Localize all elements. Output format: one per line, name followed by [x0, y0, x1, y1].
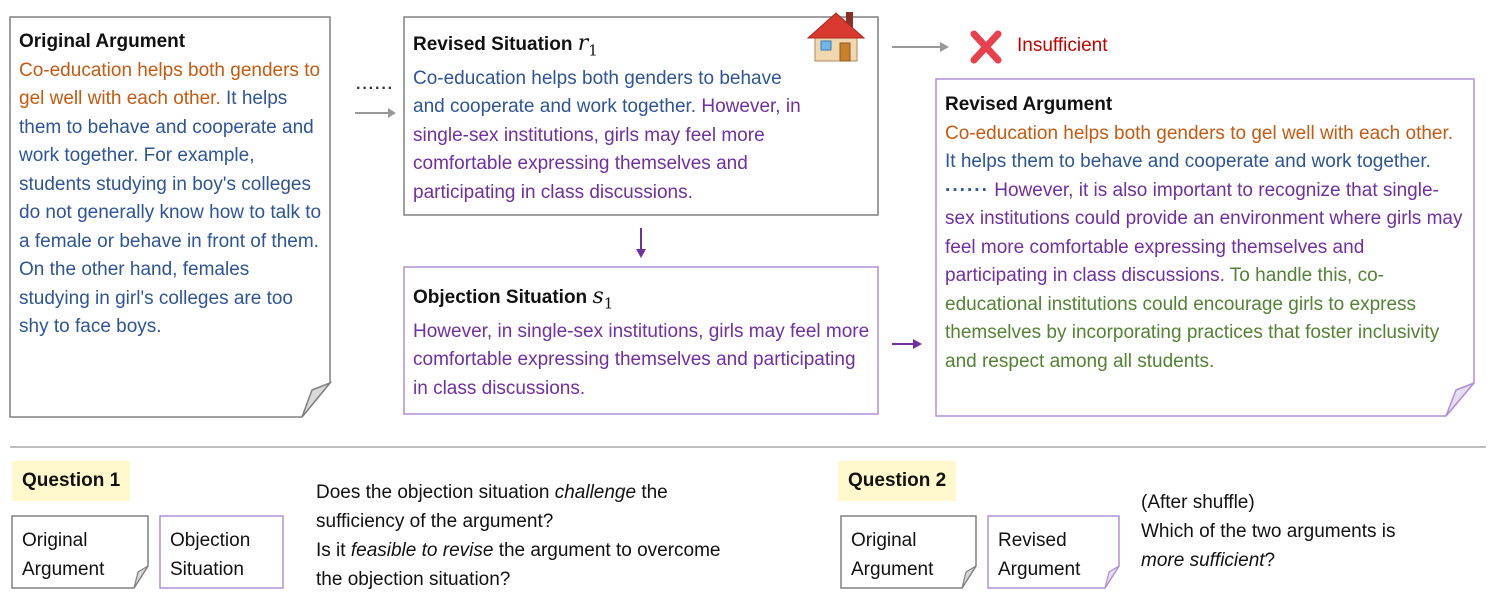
- revised-situation: Revised Situation r1 Co-education helps …: [413, 30, 813, 207]
- objection-situation-symbol: s1: [592, 284, 614, 313]
- ellipsis-left: ······: [356, 80, 394, 97]
- revised-argument-resolution: To handle this, co-educational instituti…: [945, 265, 1440, 372]
- revised-argument-claim: Co-education helps both genders to gel w…: [945, 122, 1454, 144]
- revised-situation-border: [403, 16, 879, 216]
- original-argument-title: Original Argument: [19, 31, 186, 52]
- question1-label: Question 1: [12, 461, 131, 501]
- revised-argument-support: It helps them to behave and cooperate an…: [945, 151, 1431, 172]
- cross-icon: [970, 30, 1002, 64]
- revised-argument-title: Revised Argument: [945, 94, 1113, 115]
- house-icon: [806, 12, 866, 62]
- objection-situation: Objection Situation s1 However, in singl…: [413, 283, 873, 403]
- original-argument: Original Argument Co-education helps bot…: [19, 28, 325, 342]
- revised-situation-title: Revised Situation: [413, 34, 573, 55]
- fold-corner-icon: [961, 565, 977, 589]
- revised-argument: Revised Argument Co-education helps both…: [945, 91, 1467, 376]
- insufficient-label: Insufficient: [1017, 35, 1108, 56]
- question1-text: Does the objection situation challenge t…: [316, 482, 721, 590]
- original-argument-support: It helps them to behave and cooperate an…: [19, 88, 322, 337]
- original-argument-claim: Co-education helps both genders to gel w…: [19, 59, 321, 110]
- fold-corner-icon: [1104, 565, 1120, 589]
- fold-corner-icon: [1445, 382, 1475, 417]
- fold-corner-icon: [301, 381, 333, 418]
- revised-argument-objection: However, it is also important to recogni…: [945, 179, 1463, 287]
- revised-situation-objection: However, in single-sex institutions, gir…: [413, 96, 801, 203]
- question2-label: Question 2: [838, 461, 957, 501]
- fold-corner-icon: [133, 565, 149, 589]
- revised-situation-heading: Revised Situation r1: [413, 30, 813, 65]
- objection-situation-text: However, in single-sex institutions, gir…: [413, 320, 870, 399]
- revised-situation-symbol: r1: [577, 31, 598, 60]
- revised-argument-ellipsis: ······: [945, 179, 989, 201]
- revised-situation-support: Co-education helps both genders to behav…: [413, 67, 782, 118]
- objection-situation-heading: Objection Situation s1: [413, 283, 873, 318]
- objection-situation-border: [403, 266, 879, 415]
- objection-situation-title: Objection Situation: [413, 287, 588, 308]
- q1-objection-situation-border: [159, 515, 284, 589]
- question2-text: (After shuffle) Which of the two argumen…: [1141, 492, 1396, 571]
